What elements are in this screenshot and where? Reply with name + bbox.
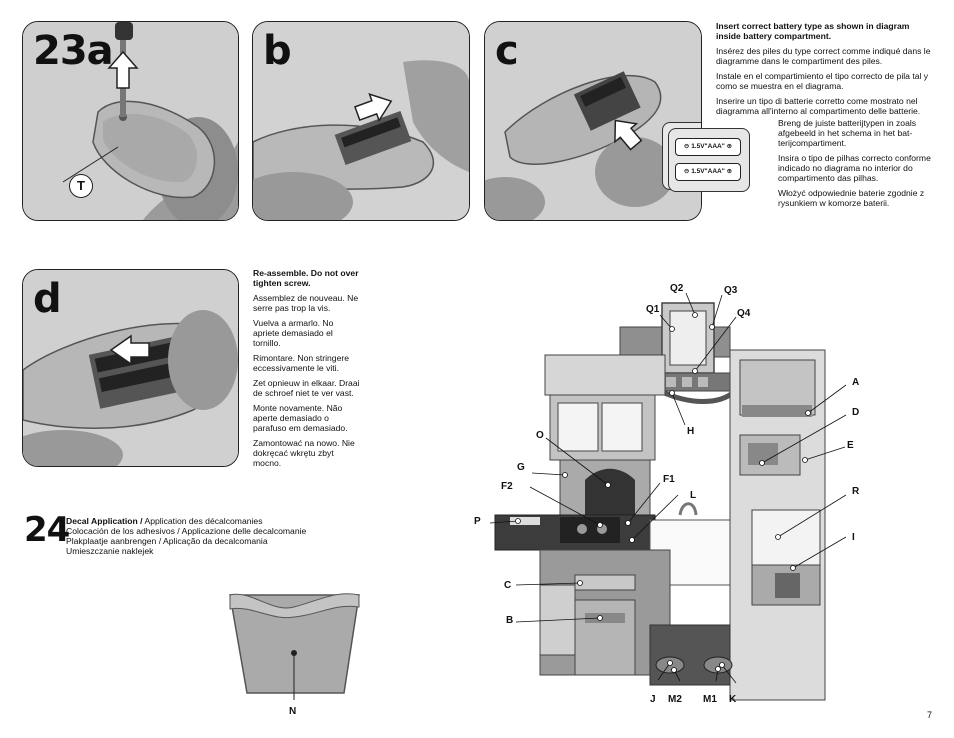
label-a: A bbox=[852, 377, 860, 388]
callout-t: T bbox=[69, 174, 93, 198]
label-c: C bbox=[504, 580, 512, 591]
instr-es: Instale en el compartimiento el tipo cor… bbox=[716, 71, 929, 91]
panel-label: d bbox=[33, 276, 62, 322]
battery-diagram-inner: ⊖ 1.5V"AAA" ⊕ ⊖ 1.5V"AAA" ⊕ bbox=[668, 128, 750, 192]
remote-unscrew-illustration bbox=[23, 22, 238, 220]
label-n: N bbox=[289, 706, 297, 717]
label-q2: Q2 bbox=[670, 283, 684, 294]
instr-pl: Włożyć odpowiednie baterie zgodnie z rys… bbox=[778, 188, 925, 208]
label-f1: F1 bbox=[663, 474, 675, 485]
label-m2: M2 bbox=[668, 694, 682, 705]
panel-b: b bbox=[252, 21, 470, 221]
plus-icon: ⊕ bbox=[726, 143, 733, 150]
panel-label: b bbox=[263, 28, 292, 74]
panel-label: 23a bbox=[33, 28, 114, 74]
panel-23a: 23a T bbox=[22, 21, 239, 221]
reasm-en: Re-assemble. Do not over tighten screw. bbox=[253, 268, 359, 288]
label-h: H bbox=[687, 426, 695, 437]
label-q4: Q4 bbox=[737, 308, 751, 319]
plus-icon: ⊕ bbox=[726, 168, 733, 175]
reassemble-illustration bbox=[23, 270, 238, 466]
minus-icon: ⊖ bbox=[683, 143, 690, 150]
instr-en: Insert correct battery type as shown in … bbox=[716, 21, 910, 41]
label-r: R bbox=[852, 486, 860, 497]
battery-slot-2: ⊖ 1.5V"AAA" ⊕ bbox=[675, 163, 741, 181]
panel-c: c bbox=[484, 21, 702, 221]
reasm-it: Rimontare. Non stringere eccessivamente … bbox=[253, 353, 350, 373]
label-d: D bbox=[852, 407, 860, 418]
instr-nl: Breng de juiste batterijtypen in zoals a… bbox=[778, 118, 917, 148]
instr-it: Inserire un tipo di batterie corretto co… bbox=[716, 96, 921, 116]
label-q3: Q3 bbox=[724, 285, 738, 296]
label-j: J bbox=[650, 694, 656, 705]
label-b: B bbox=[506, 615, 514, 626]
step-number: 24 bbox=[24, 510, 70, 550]
reasm-nl: Zet opnieuw in elkaar. Draai de schroef … bbox=[253, 378, 360, 398]
minus-icon: ⊖ bbox=[683, 168, 690, 175]
label-i: I bbox=[852, 532, 855, 543]
basin-illustration bbox=[229, 593, 360, 700]
step24-title: Decal Application / Application des déca… bbox=[66, 516, 307, 556]
reasm-fr: Assemblez de nouveau. Ne serre pas trop … bbox=[253, 293, 359, 313]
reasm-pl: Zamontować na nowo. Nie dokręcać wkrętu … bbox=[253, 438, 355, 468]
battery-instructions: Insert correct battery type as shown in … bbox=[716, 21, 936, 121]
label-f2: F2 bbox=[501, 481, 513, 492]
reassemble-instructions: Re-assemble. Do not over tighten screw. … bbox=[253, 268, 361, 473]
label-q1: Q1 bbox=[646, 304, 660, 315]
panel-d: d bbox=[22, 269, 239, 467]
reasm-pt: Monte novamente. Não aperte demasiado o … bbox=[253, 403, 348, 433]
label-o: O bbox=[536, 430, 544, 441]
instr-pt: Insira o tipo de pilhas correcto conform… bbox=[778, 153, 931, 183]
reasm-es: Vuelva a armarlo. No apriete demasiado e… bbox=[253, 318, 334, 348]
label-e: E bbox=[847, 440, 854, 451]
battery-insert-illustration bbox=[253, 22, 469, 220]
label-l: L bbox=[690, 490, 697, 501]
kitchen-illustration bbox=[490, 292, 847, 701]
panel-label: c bbox=[495, 28, 519, 74]
instr-fr: Insérez des piles du type correct comme … bbox=[716, 46, 931, 66]
label-g: G bbox=[517, 462, 525, 473]
label-p: P bbox=[474, 516, 481, 527]
battery-instructions-2: Breng de juiste batterijtypen in zoals a… bbox=[778, 118, 936, 213]
battery-slot-1: ⊖ 1.5V"AAA" ⊕ bbox=[675, 138, 741, 156]
label-m1: M1 bbox=[703, 694, 717, 705]
page-number: 7 bbox=[926, 710, 932, 720]
label-k: K bbox=[729, 694, 737, 705]
